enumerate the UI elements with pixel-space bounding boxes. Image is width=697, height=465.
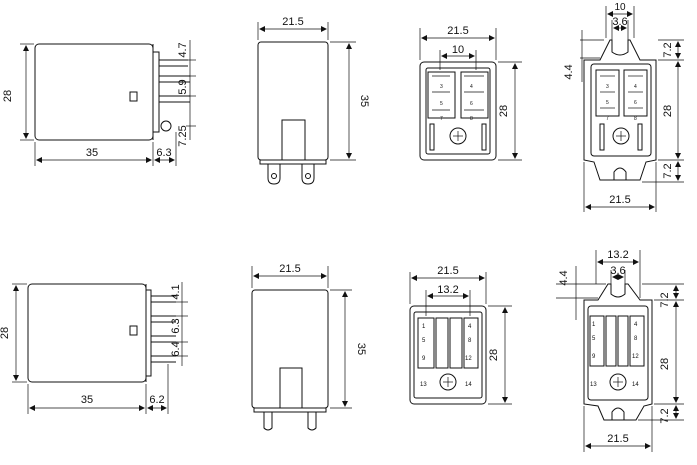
- pin-label: 1: [422, 324, 426, 330]
- pin-label: 5: [592, 336, 596, 342]
- pin-label: 3: [440, 84, 443, 90]
- pin-label: 9: [422, 356, 426, 362]
- bottom-flange-view: 1 4 5 8 9 12 13 14 13.2 3.6 4.4 7.2 28 7…: [556, 249, 684, 452]
- bottom-flange-ear-bottom-label: 7.2: [659, 408, 671, 423]
- top-front-height-label: 35: [358, 95, 370, 107]
- bottom-flange-offset-label: 4.4: [558, 270, 570, 285]
- bottom-front-view: 21.5 35: [251, 263, 367, 431]
- pin-label: 6: [470, 101, 473, 107]
- bottom-bottom-width-label: 21.5: [437, 265, 458, 277]
- terminal-screw-icon: [609, 373, 627, 391]
- pin-label: 9: [592, 354, 596, 360]
- pin-label: 6: [634, 100, 637, 106]
- pin-label: 12: [465, 356, 472, 362]
- pin-label: 7: [606, 116, 609, 122]
- pin-label: 12: [632, 354, 639, 360]
- bottom-flange-ear-top-label: 7.2: [659, 292, 671, 307]
- bottom-front-height-label: 35: [355, 343, 367, 355]
- top-side-pitch-c-label: 7.25: [177, 125, 189, 146]
- top-flange-depth-label: 28: [662, 105, 674, 117]
- top-bottom-inner-label: 10: [452, 44, 464, 56]
- top-front-view: 21.5 35: [257, 16, 370, 185]
- bottom-flange-slot-label: 13.2: [607, 249, 628, 261]
- pin-label: 14: [632, 382, 639, 388]
- bottom-side-length-label: 35: [81, 394, 93, 406]
- terminal-screw-icon: [612, 127, 630, 145]
- pin-label: 5: [422, 338, 426, 344]
- top-flange-ear-top-label: 7.2: [662, 42, 674, 57]
- top-side-view: 28 35 6.3 4.7 5.9 7.25: [2, 40, 196, 166]
- pin-label: 14: [465, 382, 472, 388]
- top-flange-slot-label: 10: [614, 2, 626, 13]
- relay-base-bottom: [419, 61, 497, 161]
- bottom-front-width-label: 21.5: [279, 263, 300, 275]
- terminal-screw-icon: [449, 127, 467, 145]
- bottom-bottom-inner-label: 13.2: [437, 284, 458, 296]
- pin-label: 8: [634, 116, 637, 122]
- bottom-side-view: 28 35 6.2 4.1 6.3 6.4: [0, 282, 188, 414]
- pin-label: 7: [440, 116, 443, 122]
- pin-label: 4: [470, 84, 473, 90]
- top-flange-slot-inner-label: 3.6: [612, 16, 627, 28]
- top-side-height-label: 28: [2, 90, 14, 102]
- top-bottom-depth-label: 28: [498, 105, 510, 117]
- pin-label: 8: [468, 338, 472, 344]
- pin-label: 1: [592, 322, 596, 328]
- bottom-flange-slot-inner-label: 3.6: [610, 265, 625, 277]
- top-bottom-view: 3 4 5 6 7 8 21.5 10 28: [419, 25, 522, 161]
- flange-plate: [583, 39, 657, 181]
- pin-label: 5: [440, 101, 443, 107]
- bottom-side-pitch-b-label: 6.3: [170, 318, 182, 333]
- bottom-side-pin-offset-label: 6.2: [149, 394, 164, 406]
- pin-label: 13: [420, 382, 427, 388]
- top-side-pin-offset-label: 6.3: [156, 147, 171, 159]
- bottom-side-pitch-c-label: 6.4: [170, 341, 182, 356]
- top-flange-width-label: 21.5: [609, 194, 630, 206]
- pin-label: 4: [634, 84, 637, 90]
- relay-body-side: [27, 283, 147, 383]
- top-front-width-label: 21.5: [282, 16, 303, 28]
- pin-label: 3: [606, 84, 609, 90]
- top-side-pitch-a-label: 4.7: [177, 42, 189, 57]
- relay-body-front: [251, 289, 329, 409]
- top-side-length-label: 35: [86, 147, 98, 159]
- bottom-side-height-label: 28: [0, 327, 11, 339]
- bottom-flange-depth-label: 28: [659, 358, 671, 370]
- pin-label: 8: [634, 336, 638, 342]
- bottom-flange-width-label: 21.5: [607, 433, 628, 445]
- top-flange-ear-bottom-label: 7.2: [662, 163, 674, 178]
- top-bottom-width-label: 21.5: [447, 25, 468, 37]
- top-flange-view: 3 4 5 6 7 8 10 3.6 4.4 7.2 28 7.2 21.5: [563, 2, 684, 212]
- top-side-pitch-b-label: 5.9: [177, 79, 189, 94]
- pin-label: 8: [470, 116, 473, 122]
- pin-label: 4: [468, 324, 472, 330]
- bottom-side-pitch-a-label: 4.1: [170, 284, 182, 299]
- relay-body-front: [257, 41, 329, 161]
- pin-label: 13: [590, 382, 597, 388]
- bottom-bottom-depth-label: 28: [488, 349, 500, 361]
- bottom-bottom-view: 1 4 5 8 9 12 13 14 21.5 13.2 28: [409, 265, 512, 405]
- top-flange-offset-label: 4.4: [563, 64, 575, 79]
- pin-label: 5: [606, 100, 609, 106]
- pin-label: 4: [634, 322, 638, 328]
- terminal-screw-icon: [439, 373, 457, 391]
